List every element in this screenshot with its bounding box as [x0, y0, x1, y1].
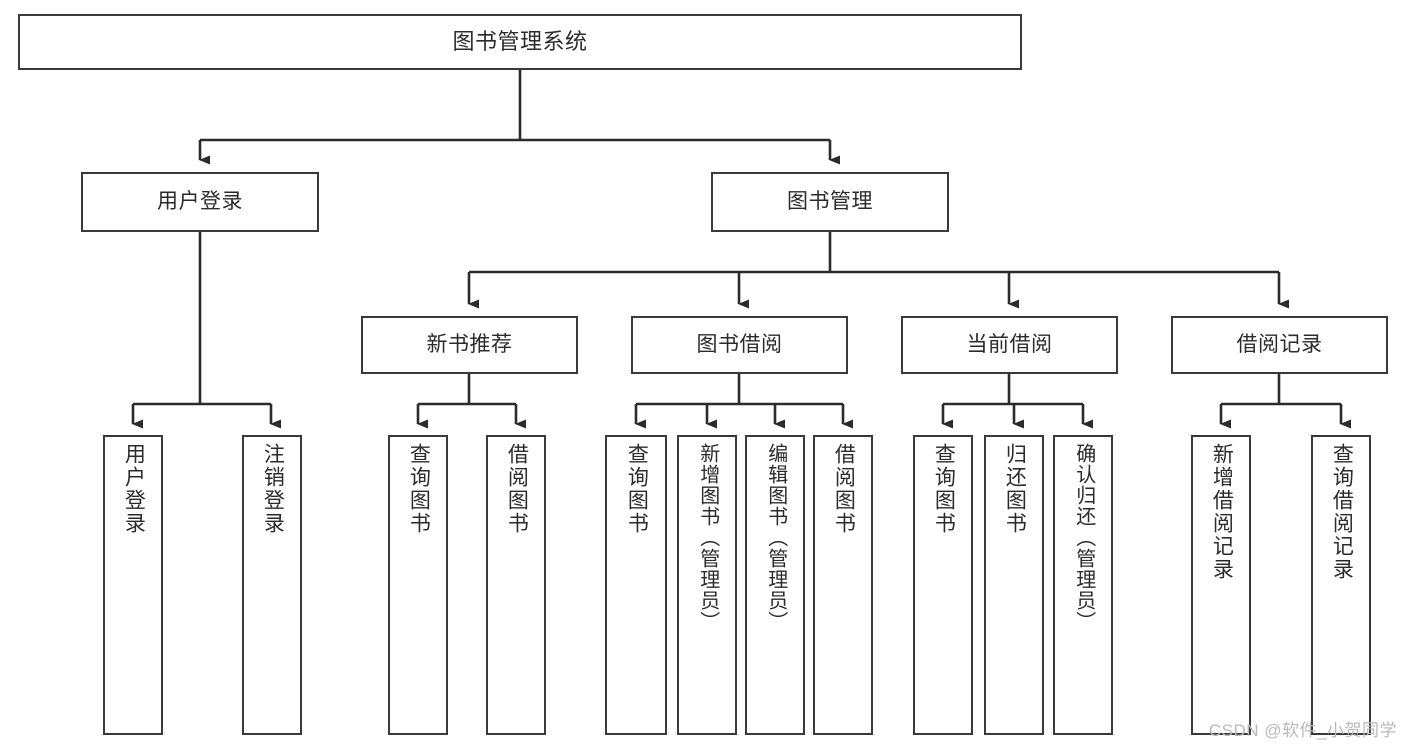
- node-user-login-label: 用户登录: [157, 189, 243, 213]
- node-leaf-user-logout-label: 注销登录: [261, 443, 285, 535]
- watermark-text: CSDN @软件_小贺同学: [1208, 721, 1397, 740]
- node-leaf-borrow-book-rec[interactable]: 借阅图书: [486, 435, 546, 735]
- node-book-borrow[interactable]: 图书借阅: [631, 316, 848, 374]
- node-current-borrow[interactable]: 当前借阅: [901, 316, 1118, 374]
- node-book-manage-label: 图书管理: [787, 189, 873, 213]
- node-leaf-return-book[interactable]: 归还图书: [984, 435, 1044, 735]
- node-user-login[interactable]: 用户登录: [81, 172, 319, 232]
- node-leaf-query-borrow-record[interactable]: 查询借阅记录: [1311, 435, 1371, 735]
- node-leaf-user-login-label: 用户登录: [122, 443, 146, 535]
- node-root[interactable]: 图书管理系统: [18, 14, 1022, 70]
- node-book-manage[interactable]: 图书管理: [711, 172, 949, 232]
- node-new-book-recommend-label: 新书推荐: [426, 332, 513, 356]
- node-new-book-recommend[interactable]: 新书推荐: [361, 316, 578, 374]
- node-leaf-query-book-cur[interactable]: 查询图书: [913, 435, 973, 735]
- node-leaf-query-book-borrow[interactable]: 查询图书: [605, 435, 667, 735]
- node-leaf-add-borrow-record-label: 新增借阅记录: [1210, 443, 1234, 581]
- node-leaf-confirm-return-admin-label: 确认归还（管理员）: [1072, 443, 1095, 632]
- node-leaf-edit-book-admin[interactable]: 编辑图书（管理员）: [745, 435, 805, 735]
- node-current-borrow-label: 当前借阅: [966, 332, 1053, 356]
- node-leaf-user-logout[interactable]: 注销登录: [242, 435, 302, 735]
- node-book-borrow-label: 图书借阅: [696, 332, 783, 356]
- node-root-label: 图书管理系统: [452, 29, 588, 55]
- node-leaf-query-book-rec[interactable]: 查询图书: [388, 435, 448, 735]
- node-leaf-query-book-rec-label: 查询图书: [407, 443, 431, 535]
- node-leaf-user-login[interactable]: 用户登录: [103, 435, 163, 735]
- node-leaf-add-book-admin-label: 新增图书（管理员）: [696, 443, 719, 632]
- node-leaf-query-book-cur-label: 查询图书: [932, 443, 956, 535]
- node-leaf-borrow-book[interactable]: 借阅图书: [813, 435, 873, 735]
- node-leaf-add-book-admin[interactable]: 新增图书（管理员）: [677, 435, 737, 735]
- node-borrow-record-label: 借阅记录: [1236, 332, 1323, 356]
- node-leaf-borrow-book-label: 借阅图书: [832, 443, 856, 535]
- node-leaf-query-borrow-record-label: 查询借阅记录: [1330, 443, 1354, 581]
- node-borrow-record[interactable]: 借阅记录: [1171, 316, 1388, 374]
- node-leaf-return-book-label: 归还图书: [1003, 443, 1027, 535]
- node-leaf-edit-book-admin-label: 编辑图书（管理员）: [764, 443, 787, 632]
- node-leaf-confirm-return-admin[interactable]: 确认归还（管理员）: [1053, 435, 1113, 735]
- node-leaf-add-borrow-record[interactable]: 新增借阅记录: [1191, 435, 1251, 735]
- node-leaf-query-book-borrow-label: 查询图书: [625, 443, 649, 535]
- node-leaf-borrow-book-rec-label: 借阅图书: [505, 443, 529, 535]
